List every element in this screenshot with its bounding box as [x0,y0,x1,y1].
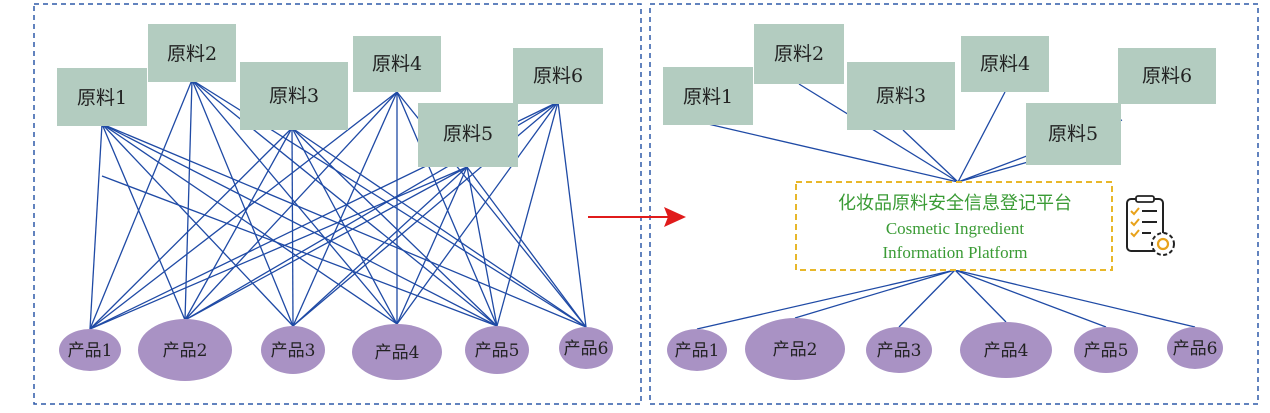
left-material-nodes: 原料1 原料2 原料3 原料4 原料5 原料6 [57,24,603,167]
right-product-nodes: 产品1 产品2 产品3 产品4 产品5 产品6 [667,318,1223,380]
right-product-3: 产品3 [866,327,932,373]
left-edge-m3-p1 [89,127,293,330]
left-edge-m3-p5 [291,127,498,327]
left-edge-m4-p1 [89,91,398,330]
right-edge-material-5 [957,161,1029,183]
left-edge-m1-p3 [101,123,294,327]
left-product-nodes: 产品1 产品2 产品3 产品4 产品5 产品6 [59,319,613,381]
left-product-3-label: 产品3 [271,341,316,361]
right-material-3: 原料3 [847,62,955,130]
right-material-2-label: 原料2 [774,43,824,65]
right-material-3-label: 原料3 [876,85,926,107]
right-edge-product-1 [696,269,956,330]
left-product-3: 产品3 [261,326,325,374]
right-material-5: 原料5 [1026,103,1121,165]
left-product-5-label: 产品5 [475,341,520,361]
left-product-4-label: 产品4 [375,343,420,363]
left-edge-m5-p4 [396,166,468,325]
right-material-4-label: 原料4 [980,53,1030,75]
left-edge-m6-p4 [396,101,559,325]
platform-title-en-line2: Information Platform [883,243,1028,262]
right-edge-material-1 [707,123,959,183]
left-edge-m5-p1 [89,166,468,330]
right-material-nodes: 原料1 原料2 原料3 原料4 原料5 原料6 [663,24,1216,165]
left-material-1-label: 原料1 [77,87,127,109]
left-edge-m6-p5 [496,101,559,327]
left-panel-border [33,3,642,405]
right-product-4: 产品4 [960,322,1052,378]
left-edge-m5-p6 [466,166,587,328]
left-material-5-label: 原料5 [443,123,493,145]
left-edge-m2-p2 [184,79,193,321]
left-edge-m1-p2 [101,123,186,321]
left-edge-m1-p4 [101,123,398,325]
platform-box: 化妆品原料安全信息登记平台 Cosmetic Ingredient Inform… [795,181,1113,271]
right-material-2: 原料2 [754,24,844,84]
arrow-right-icon [588,207,686,227]
left-material-6: 原料6 [513,48,603,104]
right-material-6-label: 原料6 [1142,65,1192,87]
left-product-4: 产品4 [352,324,442,380]
left-edge-extra-1 [101,175,498,327]
left-edge-m5-p5 [466,166,498,327]
right-material-5-label: 原料5 [1048,123,1098,145]
left-edge-m3-p6 [291,127,587,328]
right-product-5: 产品5 [1074,327,1138,373]
left-edge-m2-p1 [89,79,193,330]
right-product-4-label: 产品4 [984,341,1029,361]
right-material-1-label: 原料1 [683,86,733,108]
left-edge-m1-p1 [89,123,103,330]
right-product-6-label: 产品6 [1173,339,1218,359]
left-product-2-label: 产品2 [163,341,208,361]
right-product-6: 产品6 [1167,327,1223,369]
left-product-1-label: 产品1 [68,341,113,361]
right-edge-material-2 [798,83,959,183]
left-edge-m2-p3 [191,79,294,327]
left-product-5: 产品5 [465,326,529,374]
right-edge-product-3 [898,269,956,328]
left-product-6-label: 产品6 [564,339,609,359]
right-edge-product-6 [954,269,1196,328]
checklist-gear-icon [1126,195,1175,256]
left-material-2-label: 原料2 [167,43,217,65]
right-product-5-label: 产品5 [1084,341,1129,361]
left-material-3: 原料3 [240,62,348,130]
left-edge-m1-p5 [101,123,498,327]
left-edge-m5-p3 [292,166,468,327]
left-material-4-label: 原料4 [372,53,422,75]
left-edge-m3-p4 [291,127,398,325]
left-product-2: 产品2 [138,319,232,381]
right-product-1-label: 产品1 [675,341,720,361]
left-edge-m6-p6 [557,101,587,328]
right-product-1: 产品1 [667,329,727,371]
left-product-6: 产品6 [559,327,613,369]
right-product-3-label: 产品3 [877,341,922,361]
left-edge-m3-p2 [184,127,293,321]
platform-title-en-line1: Cosmetic Ingredient [886,219,1025,238]
left-product-1: 产品1 [59,329,121,371]
left-edge-m4-p5 [396,91,498,327]
right-edge-product-2 [794,269,956,319]
right-material-6: 原料6 [1118,48,1216,104]
left-material-6-label: 原料6 [533,65,583,87]
right-edge-product-5 [954,269,1107,328]
left-material-5: 原料5 [418,103,518,167]
left-material-1: 原料1 [57,68,147,126]
right-edge-product-4 [954,269,1007,323]
left-edge-m4-p2 [184,91,398,321]
right-material-4: 原料4 [961,36,1049,92]
left-material-3-label: 原料3 [269,85,319,107]
left-material-4: 原料4 [353,36,441,92]
left-material-2: 原料2 [148,24,236,82]
right-material-1: 原料1 [663,67,753,125]
platform-title-cn: 化妆品原料安全信息登记平台 [838,193,1072,213]
left-edge-m4-p3 [292,91,398,327]
left-edge-m3-p3 [291,127,294,327]
right-edge-material-4 [957,91,1006,183]
left-edge-m5-p2 [184,166,468,321]
right-edge-material-3 [902,129,959,183]
right-product-2-label: 产品2 [773,340,818,360]
right-product-2: 产品2 [745,318,845,380]
